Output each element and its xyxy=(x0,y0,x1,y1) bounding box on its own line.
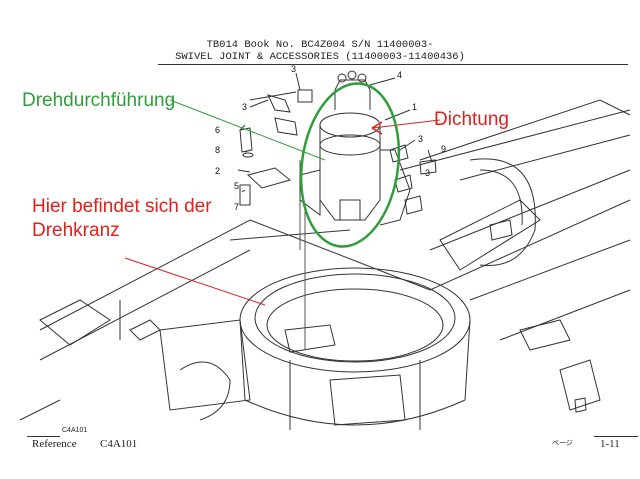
callout-1: 1 xyxy=(412,102,418,112)
annotation-slewing-ring-line2: Drehkranz xyxy=(32,220,120,241)
annotation-seal: Dichtung xyxy=(434,109,509,130)
header-line-1: TB014 Book No. BC4Z004 S/N 11400003- xyxy=(206,39,434,51)
callout-3-right: 3 xyxy=(418,134,424,144)
page-prefix: ページ xyxy=(552,439,573,447)
annotation-slewing-ring-line1: Hier befindet sich der xyxy=(32,196,212,217)
footer-rule-left xyxy=(27,436,60,437)
callout-9: 9 xyxy=(441,144,447,154)
callout-8: 8 xyxy=(215,145,221,155)
reference-code: C4A101 xyxy=(100,438,138,450)
callout-4: 4 xyxy=(397,70,403,80)
callout-3-left: 3 xyxy=(242,102,248,112)
reference-label: Reference xyxy=(32,438,77,450)
callout-3-lower: 3 xyxy=(425,168,431,178)
callout-2: 2 xyxy=(215,166,221,176)
callout-5: 5 xyxy=(234,181,240,191)
page-number: 1-11 xyxy=(600,438,620,450)
small-reference-code: C4A101 xyxy=(62,427,88,434)
header-rule xyxy=(158,64,628,65)
annotation-swivel-joint: Drehdurchführung xyxy=(22,90,176,111)
header-title: SWIVEL JOINT & ACCESSORIES (11400003-114… xyxy=(175,51,465,63)
callout-3-top: 3 xyxy=(291,64,297,74)
callout-6: 6 xyxy=(215,125,221,135)
footer-rule-right xyxy=(594,436,638,437)
callout-7: 7 xyxy=(234,202,240,212)
